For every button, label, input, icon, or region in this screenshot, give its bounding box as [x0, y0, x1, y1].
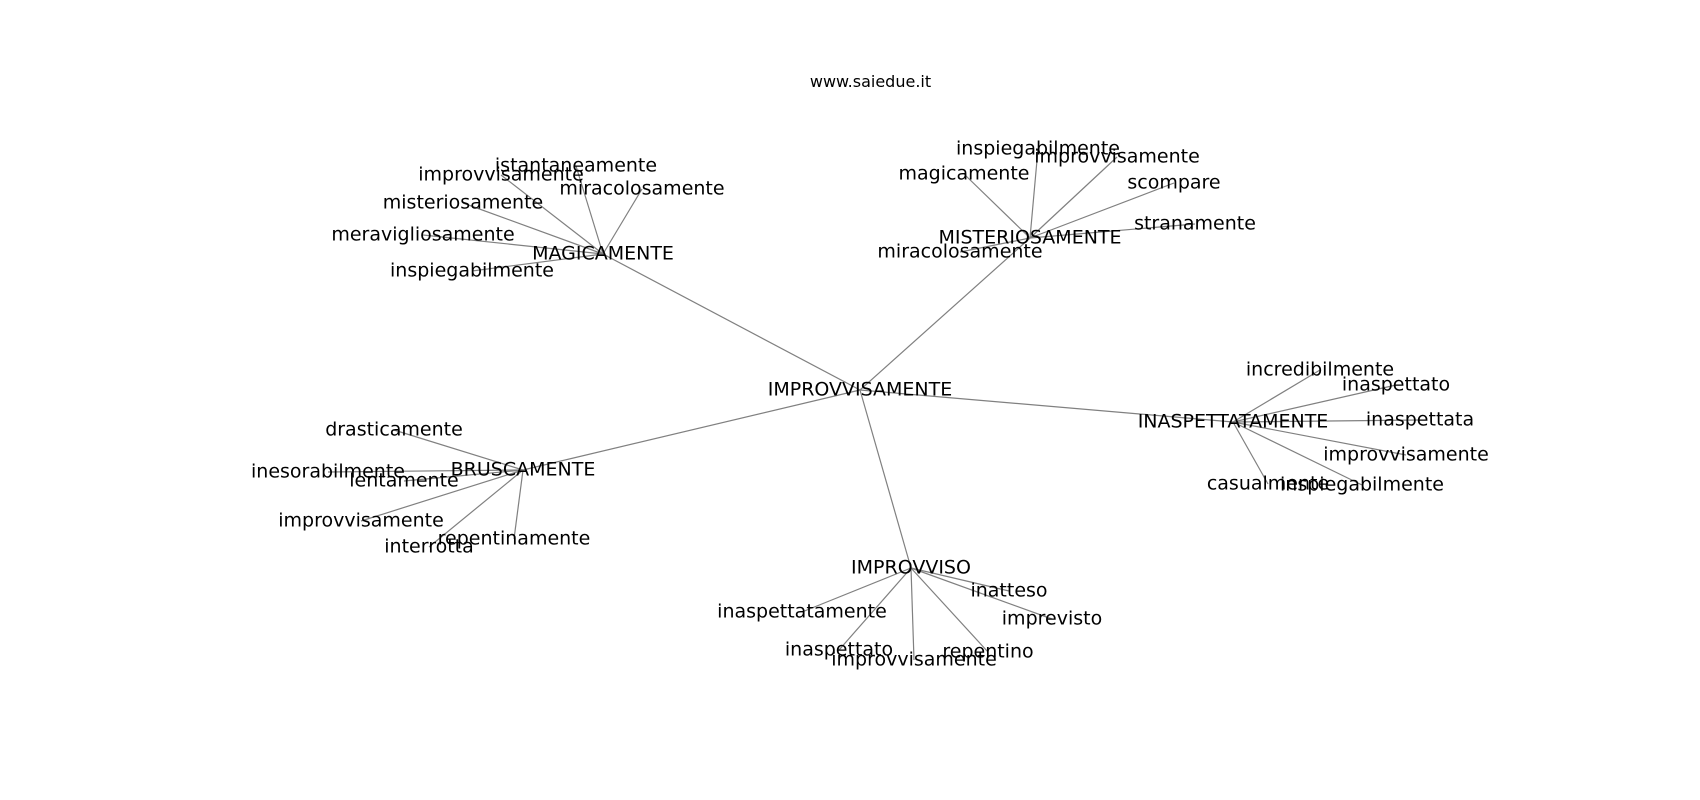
node-b2: inesorabilmente — [251, 461, 405, 483]
edge-improvviso-v5 — [910, 567, 989, 653]
edge-improvviso-v3 — [910, 567, 1053, 620]
edge-root-bruscamente — [522, 389, 861, 471]
node-b6: interrotta — [384, 536, 474, 558]
node-m1: istantaneamente — [495, 155, 657, 177]
node-s4: scompare — [1127, 172, 1220, 194]
node-s1: inspiegabilmente — [956, 138, 1120, 160]
node-m6: inspiegabilmente — [390, 260, 554, 282]
edge-root-magicamente — [602, 253, 861, 391]
node-v4: inaspettato — [785, 639, 893, 661]
edge-magicamente-m6 — [471, 253, 604, 272]
node-m3: miracolosamente — [559, 178, 724, 200]
node-v6: improvvisamente — [831, 649, 997, 671]
edge-root-improvviso — [859, 389, 912, 569]
edge-bruscamente-b6 — [428, 469, 524, 548]
node-i5: casualmente — [1207, 473, 1329, 495]
node-b3: lentamente — [349, 470, 458, 492]
source-url-label: www.saiedue.it — [809, 72, 932, 91]
edge-inaspettatamente-i3 — [1232, 419, 1421, 423]
edge-root-misteriosamente — [859, 237, 1031, 391]
edge-misteriosamente-s5 — [1029, 223, 1196, 239]
node-v3: imprevisto — [1002, 608, 1102, 630]
edge-misteriosamente-s3 — [963, 173, 1031, 239]
edge-bruscamente-b1 — [393, 429, 524, 471]
node-b1: drasticamente — [325, 419, 463, 441]
node-root: IMPROVVISAMENTE — [768, 379, 953, 401]
node-s2: improvvisamente — [1034, 146, 1200, 168]
node-inaspettatamente: INASPETTATAMENTE — [1138, 411, 1329, 433]
edge-inaspettatamente-i5 — [1232, 421, 1269, 485]
graph-edges — [327, 148, 1421, 661]
edge-misteriosamente-s6 — [959, 237, 1031, 253]
edge-bruscamente-b4 — [360, 469, 524, 522]
node-misteriosamente: MISTERIOSAMENTE — [938, 227, 1121, 249]
edge-improvviso-v4 — [838, 567, 912, 651]
node-b4: improvvisamente — [278, 510, 444, 532]
node-s5: stranamente — [1134, 213, 1256, 235]
edge-inaspettatamente-i6 — [1232, 421, 1363, 486]
node-i1: incredibilmente — [1246, 359, 1394, 381]
edge-misteriosamente-s4 — [1029, 182, 1175, 239]
node-i4: improvvisamente — [1323, 444, 1489, 466]
edge-improvviso-v2 — [801, 567, 912, 613]
edge-inaspettatamente-i2 — [1232, 384, 1397, 423]
edge-inaspettatamente-i4 — [1232, 421, 1407, 456]
edge-bruscamente-b2 — [327, 469, 524, 473]
node-s6: miracolosamente — [877, 241, 1042, 263]
node-v2: inaspettatamente — [717, 601, 887, 623]
edge-bruscamente-b5 — [513, 469, 524, 540]
edge-improvviso-v6 — [910, 567, 915, 661]
node-i6: inspiegabilmente — [1280, 474, 1444, 496]
node-v5: repentino — [942, 641, 1033, 663]
node-s3: magicamente — [899, 163, 1030, 185]
node-bruscamente: BRUSCAMENTE — [451, 459, 596, 481]
edge-magicamente-m3 — [602, 188, 643, 255]
node-i2: inaspettato — [1342, 374, 1450, 396]
node-i3: inaspettata — [1366, 409, 1474, 431]
node-m2: improvvisamente — [418, 164, 584, 186]
edge-root-inaspettatamente — [859, 389, 1234, 423]
edge-inaspettatamente-i1 — [1232, 369, 1321, 423]
edge-magicamente-m4 — [462, 202, 604, 255]
edge-misteriosamente-s1 — [1029, 148, 1039, 239]
node-improvviso: IMPROVVISO — [851, 557, 971, 579]
edge-misteriosamente-s2 — [1029, 156, 1118, 239]
node-b5: repentinamente — [438, 528, 591, 550]
graph-labels: IMPROVVISAMENTE MAGICAMENTE MISTERIOSAMENT… — [251, 138, 1489, 671]
edge-bruscamente-b3 — [403, 469, 524, 482]
node-magicamente: MAGICAMENTE — [532, 243, 674, 265]
node-m4: misteriosamente — [383, 192, 543, 214]
edge-magicamente-m5 — [422, 234, 604, 255]
node-m5: meravigliosamente — [331, 224, 514, 246]
edge-magicamente-m2 — [500, 174, 604, 255]
edge-improvviso-v1 — [910, 567, 1010, 592]
edge-magicamente-m1 — [575, 165, 604, 255]
node-v1: inatteso — [970, 580, 1047, 602]
